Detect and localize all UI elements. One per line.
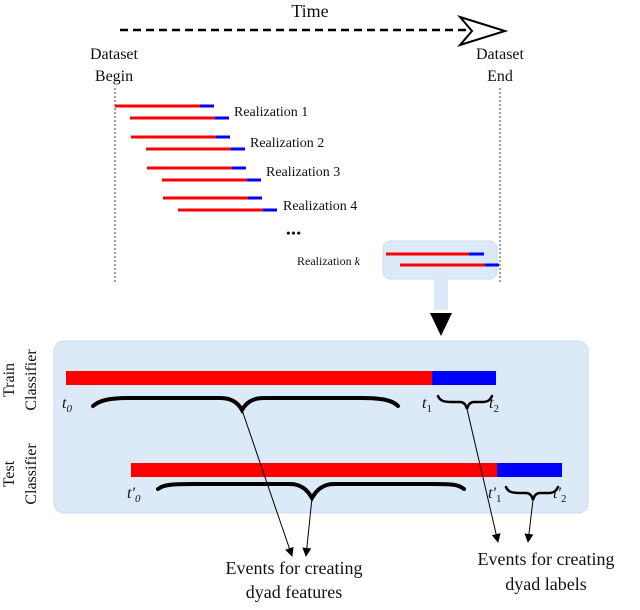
realization-1: Realization 1: [115, 104, 308, 120]
dataset-end-line2: End: [487, 68, 513, 85]
ellipsis-dots: •••: [286, 226, 302, 240]
test-t2-mark: t′2: [553, 485, 566, 505]
realization-1-label: Realization 1: [234, 105, 308, 120]
time-label: Time: [291, 1, 328, 21]
train-t0-mark: t0: [62, 395, 72, 415]
realization-2: Realization 2: [131, 135, 324, 151]
test-label-line2: Classifier: [23, 443, 40, 505]
dataset-end: Dataset End: [476, 46, 525, 282]
dataset-begin: Dataset Begin: [90, 46, 139, 282]
test-bar-labels-segment: [497, 463, 562, 477]
realization-k-highlight-box: [382, 240, 498, 280]
train-labels-pointer: [466, 408, 501, 543]
realization-k-label: Realization k: [297, 254, 361, 268]
dataset-begin-line1: Dataset: [90, 46, 139, 63]
train-bar: [66, 371, 496, 385]
test-classifier-label: Test Classifier: [1, 443, 40, 505]
realization-4-label: Realization 4: [283, 199, 357, 214]
test-label-line1: Test: [1, 460, 18, 487]
realization-4: Realization 4: [163, 196, 357, 214]
test-t0-mark: t′0: [127, 485, 141, 505]
train-classifier-label: Train Classifier: [1, 349, 40, 411]
dataset-end-line1: Dataset: [476, 46, 525, 63]
labels-caption: Events for creating dyad labels: [478, 549, 615, 594]
train-label-line1: Train: [1, 363, 18, 397]
time-axis: Time: [120, 1, 509, 47]
test-features-pointer: [302, 497, 313, 557]
realization-k: Realization k: [297, 240, 499, 280]
train-features-pointer: [241, 409, 294, 557]
labels-caption-line2: dyad labels: [505, 574, 586, 594]
features-caption-line1: Events for creating: [226, 558, 363, 578]
zoom-connector: [430, 278, 452, 336]
realization-3-label: Realization 3: [266, 165, 340, 180]
time-arrowhead-icon: [456, 15, 509, 47]
train-t2-mark: t2: [489, 395, 499, 415]
test-labels-pointer: [524, 499, 534, 543]
test-bar: [131, 463, 562, 477]
zoom-down-arrow-icon: [430, 313, 452, 336]
train-bar-features-segment: [66, 371, 432, 385]
train-bar-labels-segment: [432, 371, 496, 385]
realization-2-label: Realization 2: [250, 136, 324, 151]
caption-pointers: [241, 408, 534, 557]
features-caption: Events for creating dyad features: [226, 558, 363, 602]
zoom-connector-stem: [434, 278, 448, 310]
train-t1-mark: t1: [422, 395, 432, 415]
realization-3: Realization 3: [147, 165, 340, 182]
dataset-begin-line2: Begin: [95, 68, 133, 85]
labels-caption-line1: Events for creating: [478, 549, 615, 569]
features-caption-line2: dyad features: [246, 582, 342, 602]
test-t1-mark: t′1: [488, 485, 501, 505]
train-label-line2: Classifier: [23, 349, 40, 411]
test-bar-features-segment: [131, 463, 497, 477]
